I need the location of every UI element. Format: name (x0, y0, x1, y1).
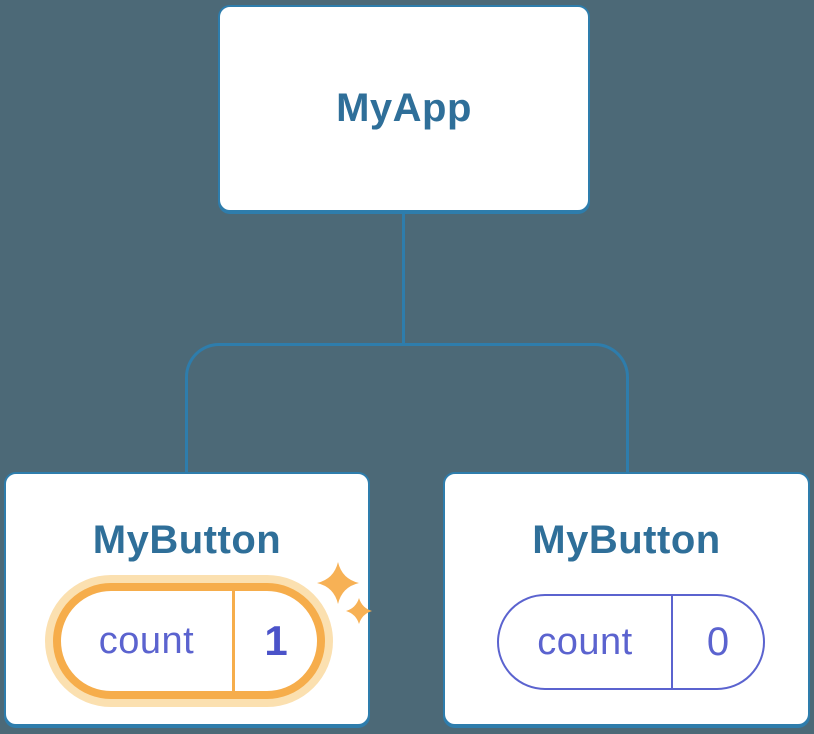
state-value: 1 (264, 617, 288, 664)
state-name-label: count (98, 619, 195, 662)
pill-divider (232, 591, 235, 691)
connector-stem (402, 212, 405, 344)
node-mybutton-1-label: MyButton (92, 518, 282, 562)
state-pill-highlighted: count 1 (53, 583, 325, 699)
node-mybutton-1: MyButton count 1 (4, 472, 372, 726)
node-myapp-label: MyApp (336, 86, 472, 130)
node-myapp: MyApp (218, 5, 590, 212)
pill-divider (671, 596, 673, 688)
state-name-label: count (537, 620, 633, 663)
node-mybutton-2-label: MyButton (532, 518, 721, 562)
state-pill: count 0 (497, 594, 765, 690)
state-value: 0 (706, 619, 730, 664)
sparkle-icon (317, 562, 372, 624)
node-mybutton-2: MyButton count 0 (443, 472, 810, 726)
connector-branch (185, 343, 629, 472)
